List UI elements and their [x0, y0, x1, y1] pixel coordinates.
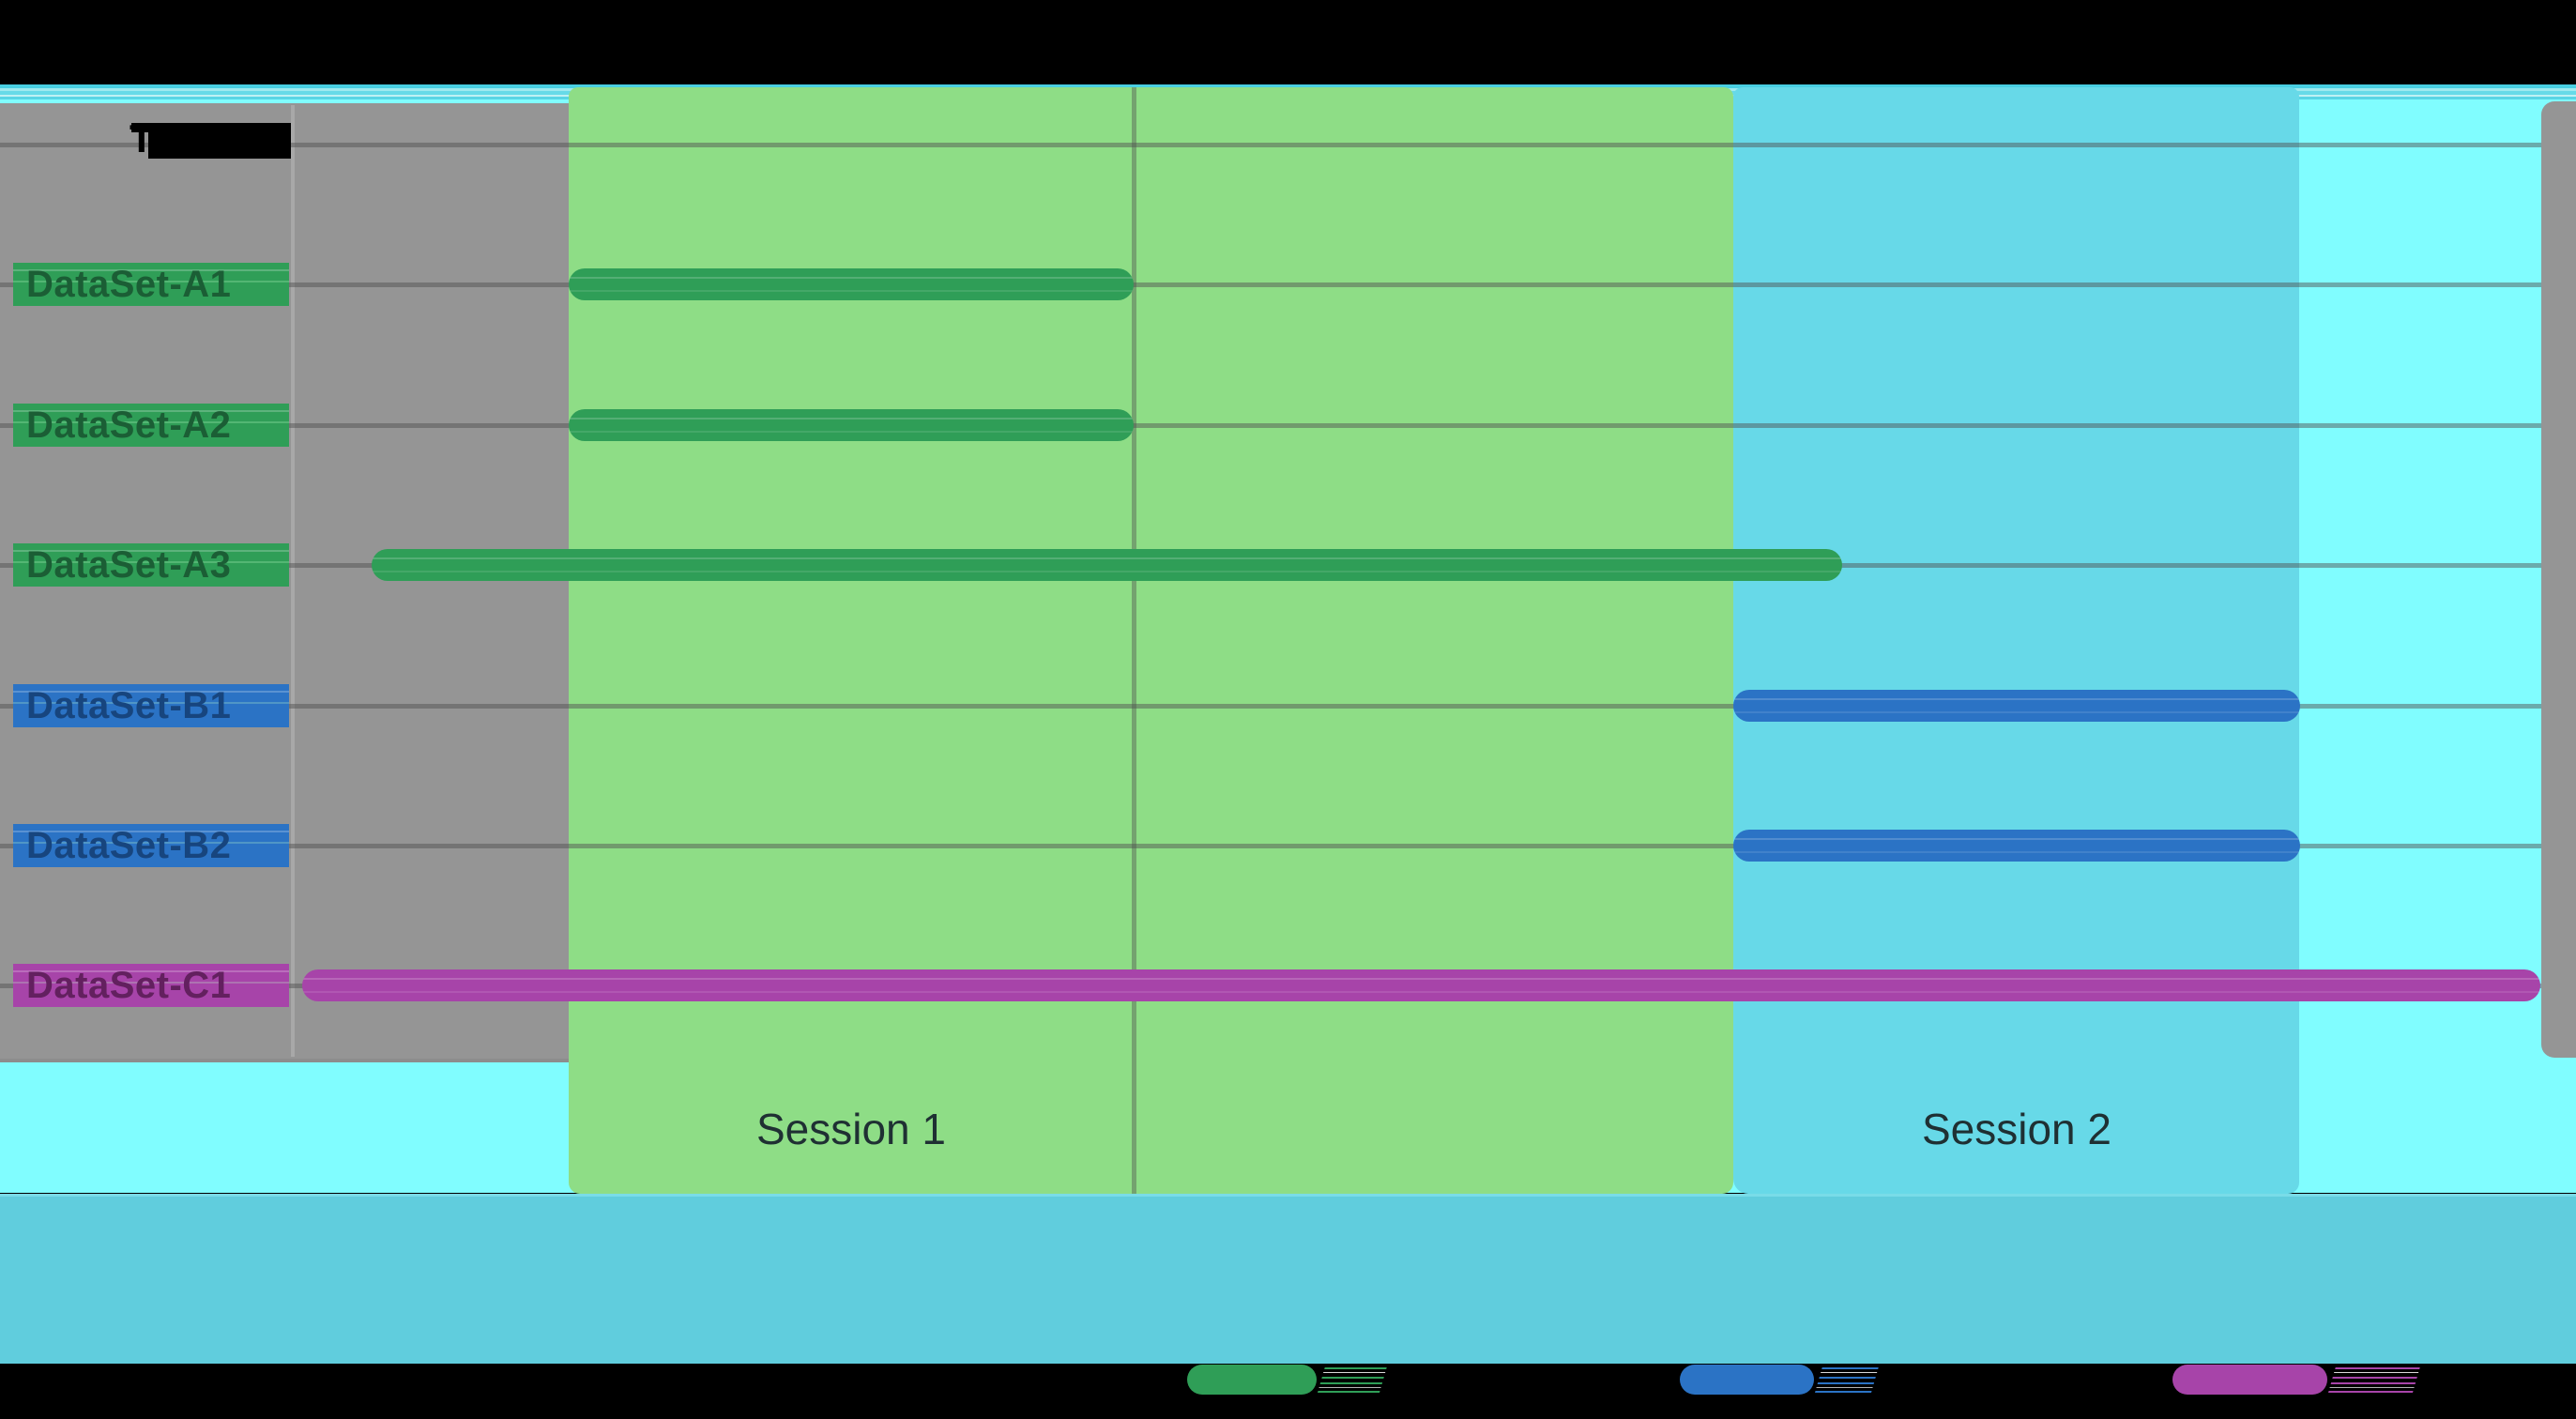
- header-redaction-box: [148, 123, 291, 159]
- legend-swatch-blue[interactable]: [1680, 1365, 1814, 1395]
- bar-dataset-a2[interactable]: [569, 409, 1134, 441]
- bar-dataset-b1[interactable]: [1733, 690, 2300, 722]
- header-redaction-box: [131, 123, 150, 132]
- legend-label-green-redacted[interactable]: [1317, 1365, 1388, 1395]
- row-label-text: DataSet-A2: [26, 404, 232, 446]
- right-gray-strip: [2541, 101, 2576, 1058]
- hgridline-3: [0, 423, 2541, 428]
- row-label-dataset-b1: DataSet-B1: [13, 684, 289, 727]
- row-label-dataset-a1: DataSet-A1: [13, 263, 289, 306]
- hgridline-5: [0, 704, 2541, 709]
- row-label-dataset-a2: DataSet-A2: [13, 404, 289, 447]
- legend-label-magenta-redacted[interactable]: [2327, 1365, 2421, 1395]
- session1-band: [569, 87, 1733, 1194]
- row-label-dataset-b2: DataSet-B2: [13, 824, 289, 867]
- bottom-cyan-band: [0, 1194, 2576, 1364]
- row-label-text: DataSet-B2: [26, 824, 232, 866]
- bar-dataset-a1[interactable]: [569, 268, 1134, 300]
- row-label-text: DataSet-A1: [26, 263, 232, 305]
- row-label-dataset-a3: DataSet-A3: [13, 543, 289, 587]
- bar-dataset-b2[interactable]: [1733, 830, 2300, 862]
- session1-label: Session 1: [755, 1105, 947, 1153]
- legend-label-blue-redacted[interactable]: [1814, 1365, 1880, 1395]
- session2-label: Session 2: [1921, 1105, 2112, 1153]
- label-column-separator: [291, 105, 295, 1057]
- row-label-text: DataSet-A3: [26, 543, 232, 586]
- legend-swatch-magenta[interactable]: [2172, 1365, 2327, 1395]
- bar-dataset-c1[interactable]: [302, 969, 2540, 1001]
- vgridline-session1-mid: [1132, 87, 1136, 1194]
- session2-band: [1733, 87, 2299, 1194]
- row-label-dataset-c1: DataSet-C1: [13, 964, 289, 1007]
- row-label-text: DataSet-B1: [26, 684, 232, 726]
- bar-dataset-a3[interactable]: [372, 549, 1842, 581]
- row-label-text: DataSet-C1: [26, 964, 232, 1006]
- hgridline-6: [0, 844, 2541, 848]
- legend-swatch-green[interactable]: [1187, 1365, 1317, 1395]
- hgridline-1: [0, 143, 2541, 147]
- hgridline-2: [0, 282, 2541, 287]
